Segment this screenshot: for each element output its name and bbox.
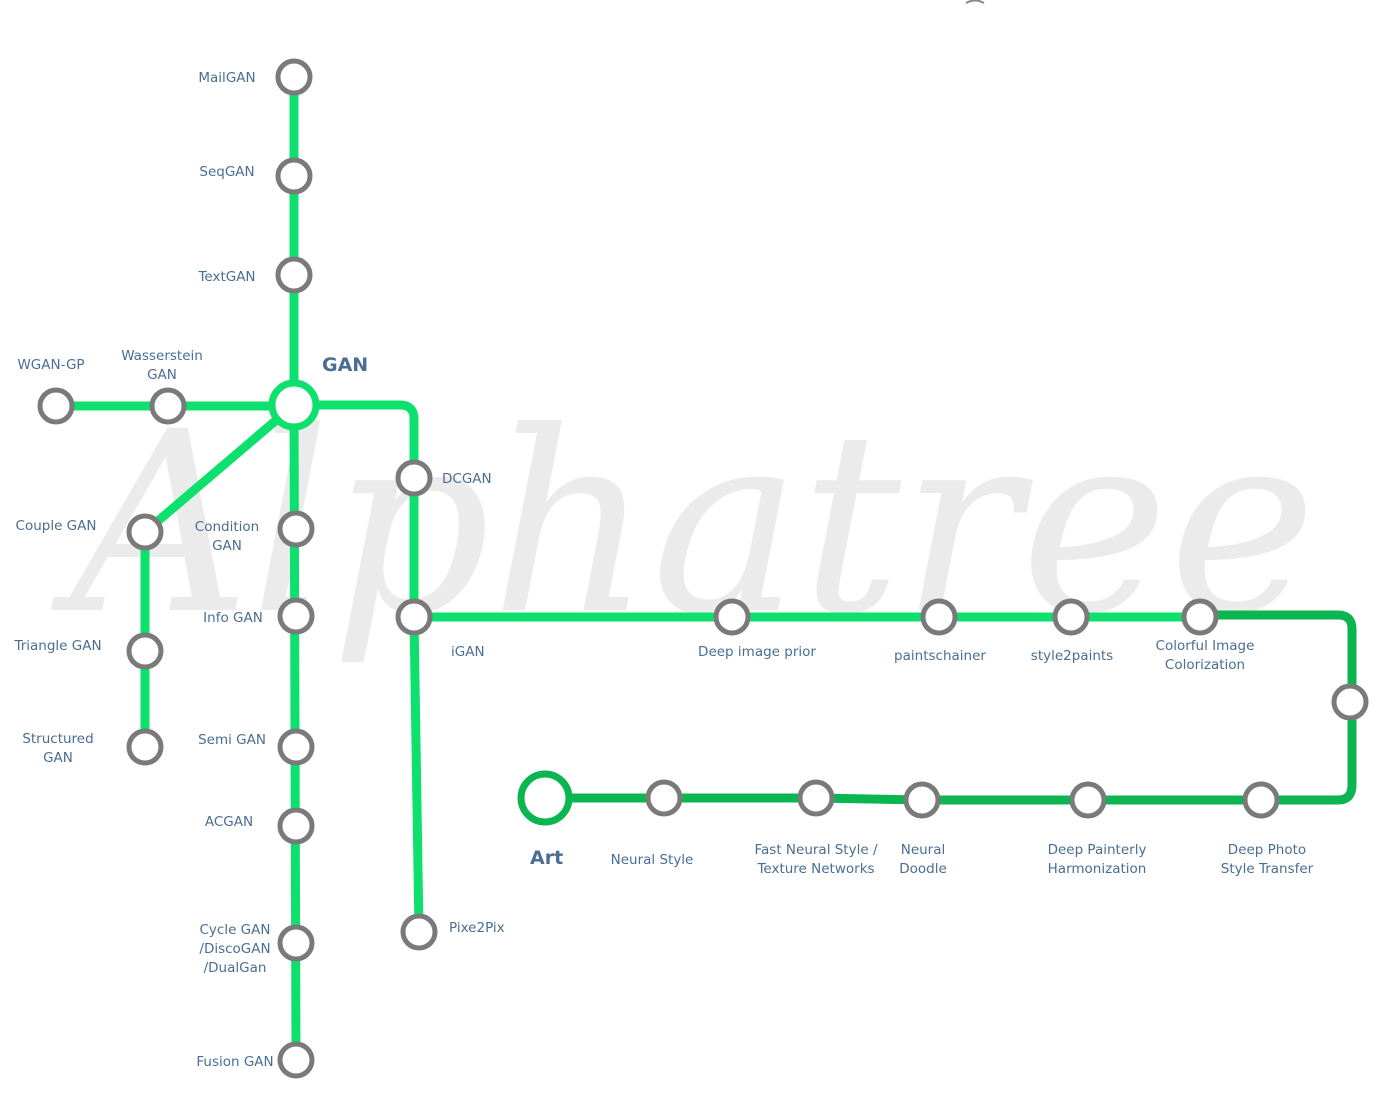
station-label-line: GAN (147, 367, 177, 383)
station-pix2pix[interactable] (400, 913, 438, 951)
station-label-line: MailGAN (198, 70, 255, 86)
station-label-pix2pix: Pixe2Pix (449, 920, 505, 936)
station-label-paintschainer: paintschainer (894, 648, 986, 664)
station-deep-painterly-harmonization[interactable] (1069, 781, 1107, 819)
station-label-seqgan: SeqGAN (199, 164, 254, 180)
station-label-line: Condition (195, 519, 259, 535)
line-gan-dcgan (289, 400, 424, 937)
station-label-fusion-gan: Fusion GAN (196, 1054, 273, 1070)
station-label-neural-style: Neural Style (611, 852, 694, 868)
station-label-line: Couple GAN (16, 518, 97, 534)
station-label-fast-neural-style: Fast Neural Style / Texture Networks (755, 842, 878, 877)
line-gan-couple (140, 400, 299, 537)
station-deep-photo-style-transfer[interactable] (1242, 781, 1280, 819)
station-label-line: GAN (212, 538, 242, 554)
station-deep-image-prior[interactable] (713, 598, 751, 636)
station-label-line: Deep Photo (1228, 842, 1306, 858)
station-label-style2paints: style2paints (1031, 648, 1113, 664)
station-label-deep-image-prior: Deep image prior (698, 644, 816, 660)
station-label-line: Neural Style (611, 852, 694, 868)
station-label-line: Harmonization (1048, 861, 1147, 877)
station-semi-gan[interactable] (277, 728, 315, 766)
station-colorful-colorization[interactable] (1181, 598, 1219, 636)
station-label-line: Info GAN (203, 610, 263, 626)
station-label-line: Neural (901, 842, 946, 858)
station-label-line: Colorization (1165, 657, 1245, 673)
station-label-line: Structured (22, 731, 93, 747)
station-acgan[interactable] (277, 807, 315, 845)
station-mailgan[interactable] (275, 58, 313, 96)
station-label-dcgan: DCGAN (442, 471, 492, 487)
station-label-igan: iGAN (451, 644, 485, 660)
station-loop-unlabeled[interactable] (1331, 683, 1369, 721)
hub-gan[interactable] (268, 379, 320, 431)
station-textgan[interactable] (275, 256, 313, 294)
station-label-line: DCGAN (442, 471, 492, 487)
station-triangle-gan[interactable] (126, 632, 164, 670)
station-igan[interactable] (395, 598, 433, 636)
station-label-line: SeqGAN (199, 164, 254, 180)
hub-art[interactable] (517, 770, 573, 826)
station-fast-neural-style[interactable] (797, 779, 835, 817)
station-style2paints[interactable] (1052, 598, 1090, 636)
station-label-line: Doodle (899, 861, 947, 877)
station-label-line: Deep Painterly (1048, 842, 1147, 858)
station-label-line: Fast Neural Style / (755, 842, 878, 858)
station-label-line: Style Transfer (1221, 861, 1314, 877)
station-paintschainer[interactable] (920, 598, 958, 636)
station-label-line: Texture Networks (756, 861, 874, 877)
station-label-textgan: TextGAN (197, 269, 255, 285)
station-label-line: WGAN-GP (17, 357, 84, 373)
station-label-couple-gan: Couple GAN (16, 518, 97, 534)
station-label-cycle-gan: Cycle GAN/DiscoGAN/DualGan (199, 922, 270, 976)
station-wasserstein-gan[interactable] (149, 387, 187, 425)
station-label-line: style2paints (1031, 648, 1113, 664)
station-label-acgan: ACGAN (205, 814, 253, 830)
station-label-line: ACGAN (205, 814, 253, 830)
station-label-line: Cycle GAN (200, 922, 271, 938)
station-label-semi-gan: Semi GAN (198, 732, 266, 748)
station-wgan-gp[interactable] (37, 387, 75, 425)
station-structured-gan[interactable] (126, 728, 164, 766)
station-info-gan[interactable] (277, 597, 315, 635)
station-label-triangle-gan: Triangle GAN (13, 638, 101, 654)
station-neural-style[interactable] (645, 779, 683, 817)
station-label-line: Pixe2Pix (449, 920, 505, 936)
station-label-line: /DiscoGAN (199, 941, 270, 957)
station-fusion-gan[interactable] (277, 1041, 315, 1079)
station-neural-doodle[interactable] (903, 781, 941, 819)
station-label-line: paintschainer (894, 648, 986, 664)
station-label-mailgan: MailGAN (198, 70, 255, 86)
station-dcgan[interactable] (395, 459, 433, 497)
station-label-line: Colorful Image (1156, 638, 1255, 654)
station-label-line: GAN (43, 750, 73, 766)
station-couple-gan[interactable] (126, 513, 164, 551)
station-condition-gan[interactable] (277, 510, 315, 548)
station-label-wgan-gp: WGAN-GP (17, 357, 84, 373)
station-label-line: Triangle GAN (13, 638, 101, 654)
hub-label-art: Art (530, 847, 563, 869)
top-edge-arc-decoration (965, 0, 985, 4)
station-label-line: Deep image prior (698, 644, 816, 660)
metro-stations (37, 58, 1369, 1079)
station-cycle-gan[interactable] (277, 924, 315, 962)
station-seqgan[interactable] (275, 157, 313, 195)
station-label-info-gan: Info GAN (203, 610, 263, 626)
station-label-line: iGAN (451, 644, 485, 660)
station-label-line: /DualGan (204, 960, 267, 976)
station-label-line: Semi GAN (198, 732, 266, 748)
hub-label-gan: GAN (322, 354, 368, 376)
station-label-line: TextGAN (197, 269, 255, 285)
station-label-line: Fusion GAN (196, 1054, 273, 1070)
station-label-line: Wasserstein (121, 348, 203, 364)
